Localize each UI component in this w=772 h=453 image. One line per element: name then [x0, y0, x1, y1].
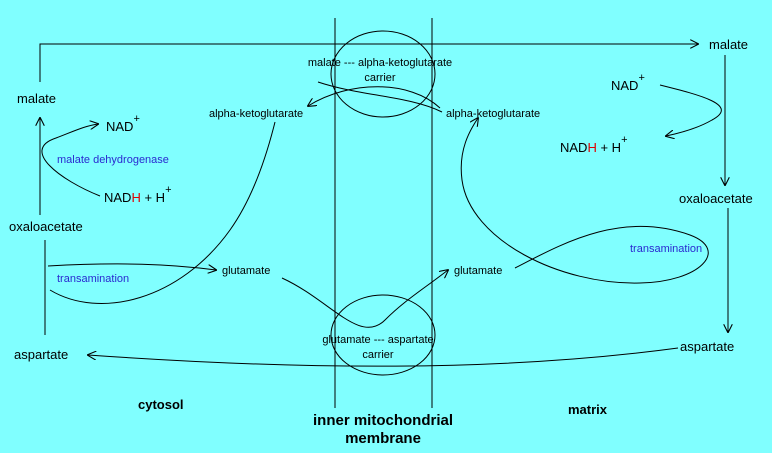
membrane-label-2: membrane — [345, 430, 421, 447]
top-carrier-ellipse — [330, 30, 436, 118]
cytosol-akg-curve — [49, 121, 276, 304]
cytosol-oxaloacetate: oxaloacetate — [9, 219, 83, 234]
malate-transport-arrow — [39, 44, 698, 82]
matrix-nadh: NADH + H+ — [560, 134, 628, 155]
akg-export-arrow-left — [308, 86, 441, 109]
cytosol-enzyme-label: malate dehydrogenase — [57, 154, 169, 166]
top-carrier-label-1: malate --- alpha-ketoglutarate — [308, 57, 452, 69]
cytosol-transamination-label: transamination — [57, 273, 129, 285]
cytosol-transamination-curve — [47, 263, 216, 270]
matrix-oxaloacetate: oxaloacetate — [679, 191, 753, 206]
akg-export-cross — [317, 81, 443, 113]
matrix-glutamate: glutamate — [454, 265, 502, 277]
matrix-region-label: matrix — [568, 402, 608, 417]
cytosol-akg: alpha-ketoglutarate — [209, 108, 303, 120]
bottom-carrier-label-2: carrier — [362, 349, 394, 361]
cytosol-nadh: NADH + H+ — [104, 184, 172, 205]
matrix-aspartate: aspartate — [680, 339, 734, 354]
matrix-nad-curve — [659, 84, 722, 136]
cytosol-glutamate: glutamate — [222, 265, 270, 277]
matrix-akg: alpha-ketoglutarate — [446, 108, 540, 120]
matrix-transamination-label: transamination — [630, 243, 702, 255]
aspartate-export-arrow — [88, 347, 679, 367]
bottom-carrier-label-1: glutamate --- aspartate — [322, 334, 433, 346]
top-carrier-label-2: carrier — [364, 72, 396, 84]
matrix-nad-plus: NAD+ — [611, 72, 645, 93]
cytosol-malate: malate — [17, 91, 56, 106]
cytosol-nad-plus: NAD+ — [106, 113, 140, 134]
cytosol-aspartate: aspartate — [14, 347, 68, 362]
membrane-label-1: inner mitochondrial — [313, 412, 453, 429]
bottom-carrier-ellipse — [330, 294, 436, 376]
matrix-transamination-loop — [460, 118, 709, 284]
cytosol-nadh-curve — [41, 124, 101, 197]
glutamate-import-arrow — [281, 270, 448, 328]
cytosol-region-label: cytosol — [138, 397, 184, 412]
matrix-malate: malate — [709, 37, 748, 52]
